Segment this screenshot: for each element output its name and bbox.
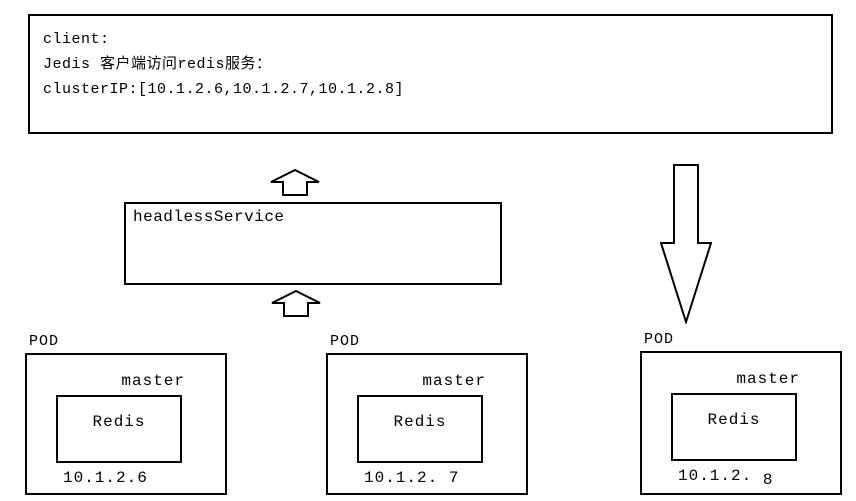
pod-ip: 10.1.2.6 (63, 469, 148, 487)
pod-1: POD master Redis 10.1.2.6 (25, 333, 228, 498)
client-box: client: Jedis 客户端访问redis服务： clusterIP:[1… (28, 14, 833, 134)
client-line-2: Jedis 客户端访问redis服务： (43, 56, 272, 73)
down-arrow-icon (659, 164, 713, 326)
pod-ip: 10.1.2. 7 (364, 469, 460, 487)
headless-service-box: headlessService (124, 202, 502, 285)
pod-2: POD master Redis 10.1.2. 7 (326, 333, 529, 498)
redis-box: Redis (671, 393, 797, 461)
pod-box: master Redis 10.1.2.6 (25, 353, 227, 495)
master-label: master (422, 372, 486, 390)
pod-label: POD (29, 333, 60, 350)
client-line-1: client: (43, 31, 110, 48)
master-label: master (736, 370, 800, 388)
client-line-3: clusterIP:[10.1.2.6,10.1.2.7,10.1.2.8] (43, 81, 405, 98)
redis-label: Redis (707, 411, 761, 429)
redis-label: Redis (393, 413, 447, 431)
pod-label: POD (330, 333, 361, 350)
redis-label: Redis (92, 413, 146, 431)
redis-box: Redis (56, 395, 182, 463)
pod-3: POD master Redis 10.1.2. 8 (640, 331, 843, 496)
headless-service-label: headlessService (133, 208, 285, 226)
pod-ip: 10.1.2. 8 (678, 467, 774, 489)
pod-box: master Redis 10.1.2. 7 (326, 353, 528, 495)
pod-label: POD (644, 331, 675, 348)
pod-box: master Redis 10.1.2. 8 (640, 351, 842, 495)
up-arrow-icon (270, 168, 320, 196)
master-label: master (121, 372, 185, 390)
redis-box: Redis (357, 395, 483, 463)
up-arrow-icon (271, 289, 321, 317)
